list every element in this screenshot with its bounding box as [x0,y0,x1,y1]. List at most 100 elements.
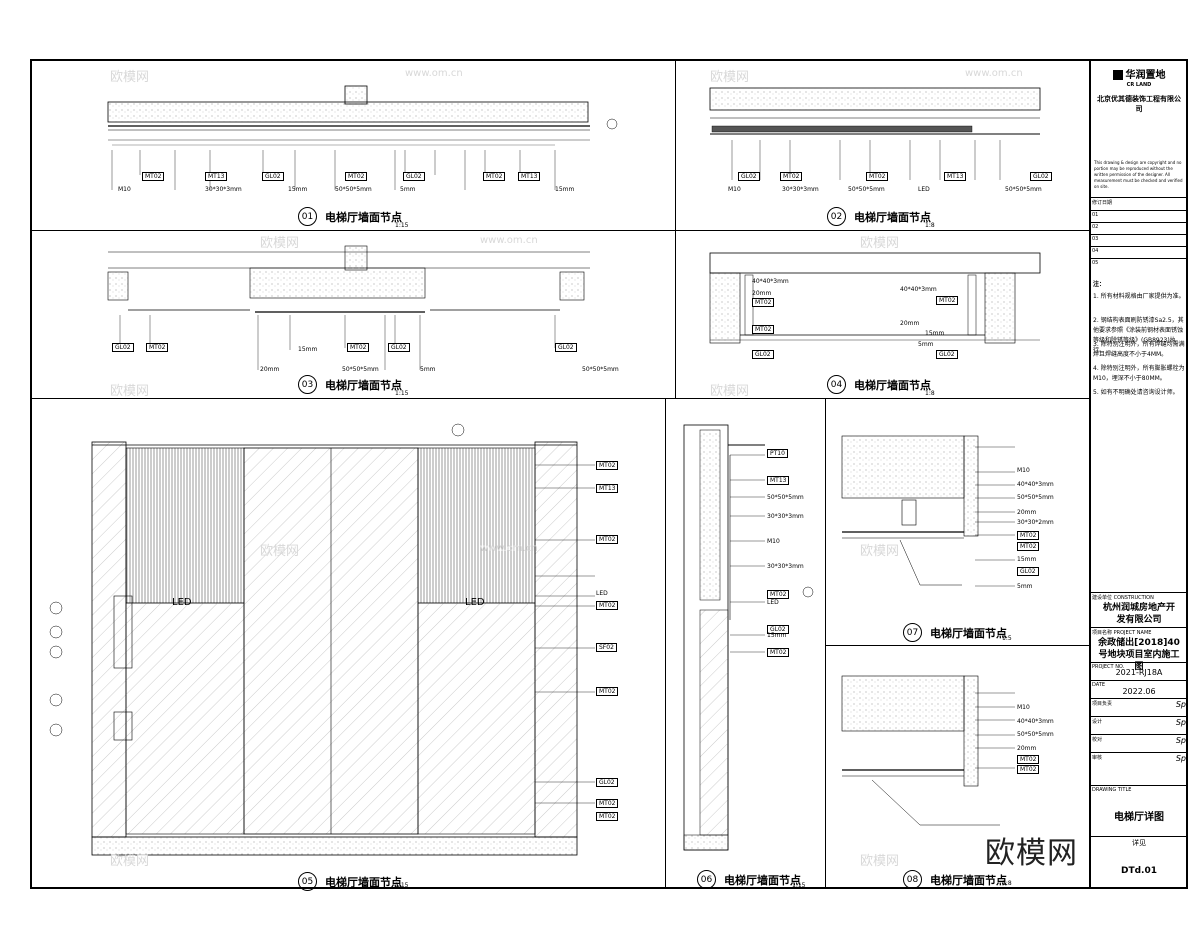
dimension-note: 50*50*5mm [582,366,619,373]
watermark: www.om.cn [480,235,538,246]
dimension-note: 40*40*3mm [1017,718,1054,725]
watermark: 欧模网 [860,236,900,251]
copyright-note: This drawing & design are copyright and … [1094,160,1183,189]
material-tag: MT02 [1017,531,1040,540]
dimension-note: 50*50*5mm [848,186,885,193]
brand-watermark: 欧模网 [985,836,1078,871]
divider-h3 [825,645,1089,646]
dimension-note: 5mm [420,366,436,373]
client-label: 建设单位 CONSTRUCTION [1091,592,1187,601]
dimension-note: 5mm [918,341,934,348]
dimension-note: 50*50*5mm [1005,186,1042,193]
panel-08-drawing [841,675,1015,826]
dimension-note: 15mm [288,186,308,193]
project-no-label: PROJECT NO. [1091,662,1187,670]
note-item: 4. 除特别注明外，所有膨胀螺栓为M10，埋深不小于80MM。 [1093,365,1185,382]
divider-h2 [31,398,1089,399]
panel-number-05: 05 [298,872,317,891]
revision-row: 04 [1091,246,1187,258]
divider-v3 [825,398,826,888]
material-tag: MT02 [596,601,619,610]
material-tag: MT02 [752,325,775,334]
dimension-note: 20mm [260,366,280,373]
dimension-note: 15mm [925,330,945,337]
panel-02-title: 电梯厅墙面节点 [854,210,931,224]
panel-title-05: 05 电梯厅墙面节点 [298,872,402,891]
logo-en: CR LAND [1126,82,1152,88]
logo-mark-icon [1112,70,1123,80]
dimension-note: 15mm [555,186,575,193]
dimension-note: 20mm [1017,509,1037,516]
material-tag: MT02 [345,172,368,181]
material-tag: GL02 [596,778,618,787]
panel-number-06: 06 [697,870,716,889]
divider-v2 [665,398,666,888]
project-name: 余政储出[2018]40号地块项目室内施工图 [1098,638,1180,672]
dimension-note: 20mm [1017,745,1037,752]
panel-number-04: 04 [827,375,846,394]
material-tag: MT02 [767,590,790,599]
panel-number-02: 02 [827,207,846,226]
material-tag: GL02 [752,350,774,359]
dimension-note: 15mm [1017,556,1037,563]
dimension-note: 50*50*5mm [335,186,372,193]
panel-07-title: 电梯厅墙面节点 [930,626,1007,640]
material-tag: GL02 [112,343,134,352]
date-value: 2022.06 [1122,687,1156,696]
dimension-note: 15mm [298,346,318,353]
panel-06-scale: 1:15 [792,882,806,889]
panel-title-06: 06 电梯厅墙面节点 [697,870,801,889]
material-tag: MT13 [518,172,541,181]
watermark: 欧模网 [710,384,750,399]
material-tag: MT02 [146,343,169,352]
led-label-left: LED [172,597,192,608]
panel-title-08: 08 电梯厅墙面节点 [903,870,1007,889]
panel-title-01: 01 电梯厅墙面节点 [298,207,402,226]
material-tag: MT02 [936,296,959,305]
panel-02-scale: 1:8 [925,222,935,229]
signature-mark: Sp [1175,736,1186,745]
detail-label: 详见 [1132,839,1146,847]
material-tag: MT02 [596,461,619,470]
signature-role: 项目负责 [1092,701,1113,707]
material-tag: GL02 [403,172,425,181]
panel-title-03: 03 电梯厅墙面节点 [298,375,402,394]
project-no: 2021-RJ18A [1115,668,1163,677]
panel-03-drawing [107,245,590,370]
notes-label: 注： [1093,281,1106,288]
panel-04-title: 电梯厅墙面节点 [854,378,931,392]
dimension-note: 5mm [1017,583,1033,590]
material-tag: GL02 [936,350,958,359]
led-label-right: LED [465,597,485,608]
panel-05-title: 电梯厅墙面节点 [325,875,402,889]
panel-05-drawing [49,423,595,856]
material-tag: MT13 [944,172,967,181]
material-tag: MT02 [1017,765,1040,774]
material-tag: GL02 [767,625,789,634]
dimension-note: 20mm [900,320,920,327]
material-tag: MT02 [596,799,619,808]
material-tag: GL02 [738,172,760,181]
panel-07-drawing [841,435,1015,587]
material-tag: MT02 [483,172,506,181]
watermark: 欧模网 [860,854,900,869]
panel-01-drawing [107,85,618,190]
watermark: 欧模网 [110,854,150,869]
watermark: 欧模网 [710,70,750,85]
revision-row: 01 [1091,210,1187,222]
drawing-title: 电梯厅详图 [1114,812,1164,823]
logo: 华润置地 [1091,66,1187,81]
detail-row: 详见 [1091,836,1187,850]
panel-number-03: 03 [298,375,317,394]
dimension-note: 50*50*5mm [767,494,804,501]
divider-h1 [31,230,1089,231]
revision-label: 修订日期 [1092,200,1113,206]
watermark: 欧模网 [110,384,150,399]
material-tag: GL02 [388,343,410,352]
dimension-note: 30*30*3mm [205,186,242,193]
panel-title-04: 04 电梯厅墙面节点 [827,375,931,394]
panel-03-title: 电梯厅墙面节点 [325,378,402,392]
